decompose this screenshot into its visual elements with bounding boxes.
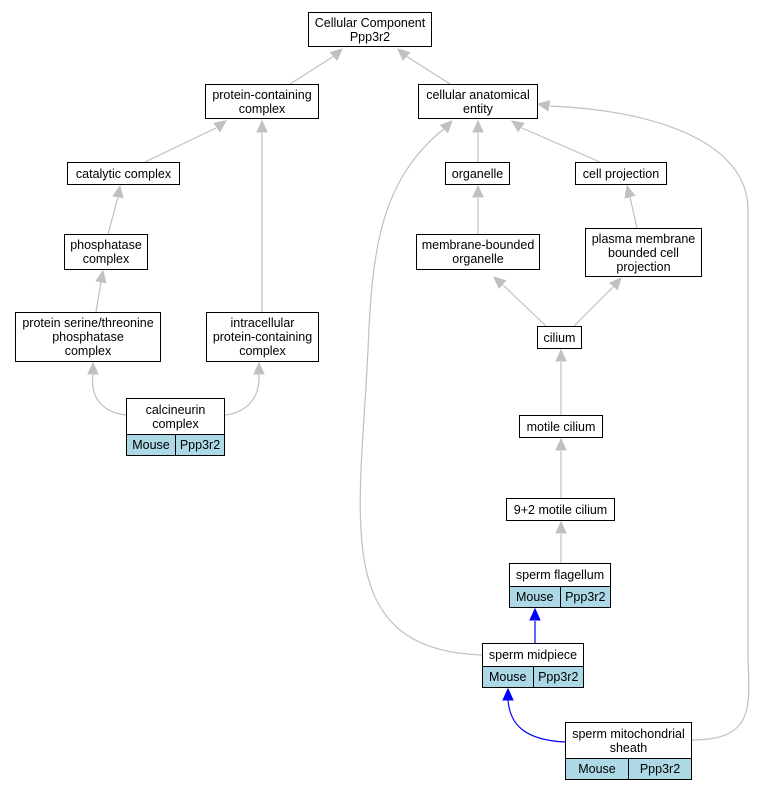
edge-organelle-to-cellular-anatomical-entity-arrowhead [472, 119, 484, 133]
node-label: cellular anatomical entity [426, 87, 530, 116]
node-label: 9+2 motile cilium [513, 502, 608, 517]
edge-catalytic-complex-to-protein-containing-complex [144, 127, 217, 163]
node-protein-serine-threonine-phosphatase-complex[interactable]: protein serine/threonine phosphatase com… [15, 312, 161, 362]
edge-cilium-to-plasma-membrane [573, 286, 614, 327]
node-label: protein-containing complex [212, 87, 312, 116]
species-cell: Mouse [578, 762, 616, 776]
edge-protein-serine-threonine-to-phosphatase-complex-arrowhead [95, 269, 107, 284]
edge-sperm-mitochondrial-sheath-to-cellular-anatomical-entity-arrowhead [536, 100, 551, 112]
node-label: motile cilium [526, 419, 596, 434]
species-cell: Mouse [515, 590, 554, 604]
edge-cell-projection-to-cellular-anatomical-entity-arrowhead [511, 120, 525, 133]
node-label: calcineurin complex [145, 402, 206, 431]
node-label: membrane-bounded organelle [421, 238, 535, 266]
node-calcineurin-complex[interactable]: calcineurin complex Mouse Ppp3r2 [126, 398, 225, 456]
node-9-plus-2-motile-cilium[interactable]: 9+2 motile cilium [506, 498, 615, 521]
edge-calcineurin-to-protein-serine-threonine [91, 373, 127, 416]
edge-cilium-to-membrane-bounded-organelle-arrowhead [493, 276, 507, 289]
edge-motile-cilium-to-cilium-arrowhead [555, 348, 567, 362]
edge-catalytic-complex-to-protein-containing-complex-arrowhead [213, 120, 227, 133]
edge-phosphatase-complex-to-catalytic-complex-arrowhead [112, 184, 124, 199]
gene-cell: Ppp3r2 [175, 435, 224, 455]
node-label: intracellular protein-containing complex [212, 316, 313, 358]
edge-sperm-midpiece-to-cellular-anatomical-entity-arrowhead [439, 120, 453, 134]
annotation-row: Mouse Ppp3r2 [127, 434, 224, 455]
annotation-row: Mouse Ppp3r2 [566, 758, 691, 779]
edge-calcineurin-to-intracellular [224, 373, 260, 416]
node-label: cilium [543, 330, 576, 345]
edge-cellular-anatomical-entity-to-root [405, 55, 451, 85]
node-label: sperm midpiece [488, 648, 578, 662]
node-sperm-midpiece[interactable]: sperm midpiece Mouse Ppp3r2 [482, 643, 584, 688]
edge-sperm-midpiece-to-cellular-anatomical-entity [359, 127, 483, 656]
node-label: organelle [451, 166, 504, 181]
gene-cell: Ppp3r2 [559, 587, 611, 607]
edge-sperm-mitochondrial-sheath-to-cellular-anatomical-entity [549, 105, 750, 741]
edge-protein-containing-complex-to-root-arrowhead [329, 48, 343, 61]
node-cell-projection[interactable]: cell projection [575, 162, 667, 185]
node-label: protein serine/threonine phosphatase com… [22, 316, 154, 358]
node-label: sperm mitochondrial sheath [572, 726, 685, 755]
edge-calcineurin-to-intracellular-arrowhead [253, 361, 265, 375]
node-cellular-component-root[interactable]: Cellular Component Ppp3r2 [308, 12, 432, 47]
edge-cellular-anatomical-entity-to-root-arrowhead [397, 48, 411, 61]
node-label: catalytic complex [75, 166, 172, 181]
node-cilium[interactable]: cilium [537, 326, 582, 349]
node-cellular-anatomical-entity[interactable]: cellular anatomical entity [418, 84, 538, 119]
edge-cilium-to-membrane-bounded-organelle [502, 284, 547, 327]
node-membrane-bounded-organelle[interactable]: membrane-bounded organelle [416, 234, 540, 270]
node-label: plasma membrane bounded cell projection [591, 231, 696, 274]
edge-calcineurin-to-protein-serine-threonine-arrowhead [87, 361, 99, 375]
node-protein-containing-complex[interactable]: protein-containing complex [205, 84, 319, 119]
edge-protein-serine-threonine-to-phosphatase-complex [95, 281, 102, 313]
node-sperm-mitochondrial-sheath[interactable]: sperm mitochondrial sheath Mouse Ppp3r2 [565, 722, 692, 780]
edge-cilium-to-plasma-membrane-arrowhead [609, 277, 622, 291]
edge-phosphatase-complex-to-catalytic-complex [107, 196, 119, 235]
node-plasma-membrane-bounded-cell-projection[interactable]: plasma membrane bounded cell projection [585, 228, 702, 277]
node-organelle[interactable]: organelle [445, 162, 510, 185]
annotation-row: Mouse Ppp3r2 [510, 586, 610, 607]
node-catalytic-complex[interactable]: catalytic complex [67, 162, 180, 185]
annotation-row: Mouse Ppp3r2 [483, 666, 583, 687]
gene-cell: Ppp3r2 [532, 667, 584, 687]
node-label: cell projection [582, 166, 660, 181]
node-label: Cellular Component Ppp3r2 [314, 15, 426, 44]
node-sperm-flagellum[interactable]: sperm flagellum Mouse Ppp3r2 [509, 563, 611, 608]
edge-plasma-membrane-to-cell-projection-arrowhead [624, 184, 636, 199]
edge-sperm-midpiece-to-sperm-flagellum-arrowhead [529, 607, 541, 621]
edge-cell-projection-to-cellular-anatomical-entity [521, 127, 601, 163]
edge-sperm-flagellum-to-9-plus-2-arrowhead [555, 520, 567, 534]
edge-protein-containing-complex-to-root [289, 55, 335, 85]
edge-membrane-bounded-organelle-to-organelle-arrowhead [472, 184, 484, 198]
node-phosphatase-complex[interactable]: phosphatase complex [64, 234, 148, 270]
node-intracellular-protein-containing-complex[interactable]: intracellular protein-containing complex [206, 312, 319, 362]
gene-cell: Ppp3r2 [628, 759, 691, 779]
edge-sperm-mitochondrial-sheath-to-sperm-midpiece-arrowhead [502, 687, 514, 701]
edge-sperm-mitochondrial-sheath-to-sperm-midpiece [507, 699, 566, 743]
node-motile-cilium[interactable]: motile cilium [519, 415, 603, 438]
node-label: sperm flagellum [515, 568, 605, 582]
node-label: phosphatase complex [70, 238, 142, 266]
species-cell: Mouse [488, 670, 527, 684]
edge-9-plus-2-to-motile-cilium-arrowhead [555, 437, 567, 451]
edge-plasma-membrane-to-cell-projection [629, 196, 638, 229]
species-cell: Mouse [132, 438, 170, 452]
edge-intracellular-to-protein-containing-complex-arrowhead [256, 119, 268, 133]
